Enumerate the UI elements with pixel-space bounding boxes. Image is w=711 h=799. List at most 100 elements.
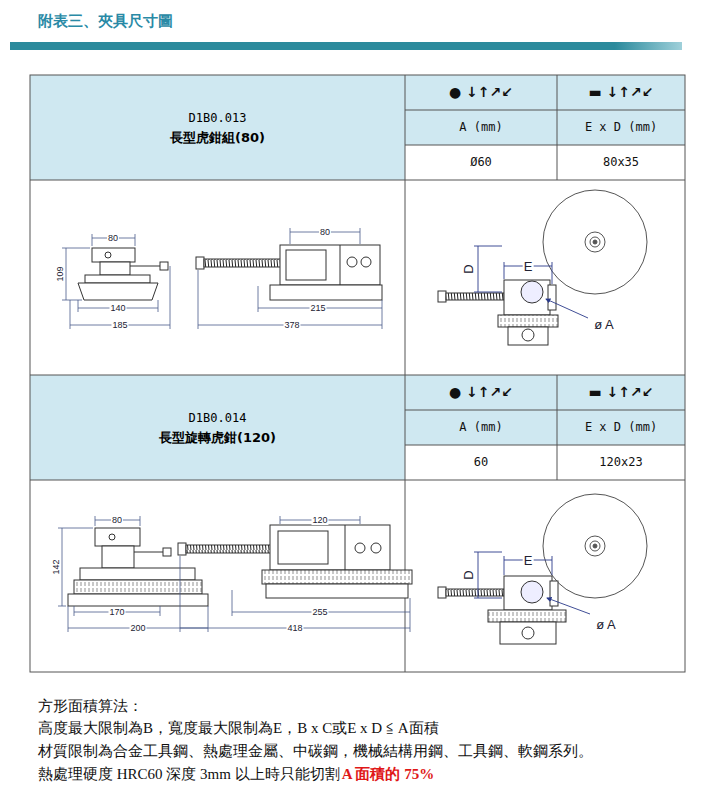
drawing-circle bbox=[361, 257, 371, 267]
dimension-letter: ø A bbox=[595, 617, 617, 632]
vise-front-view bbox=[196, 245, 382, 300]
drawing-rect bbox=[504, 280, 550, 315]
product-name: 長型旋轉虎鉗(120) bbox=[159, 428, 276, 448]
drawing-rect bbox=[270, 525, 390, 570]
drawing-rect bbox=[30, 75, 685, 145]
drawing-circle bbox=[522, 627, 534, 639]
drawing-rect bbox=[163, 548, 171, 556]
product-cell: D1B0.014長型旋轉虎鉗(120) bbox=[30, 375, 405, 480]
drawing-line bbox=[345, 525, 346, 570]
clamp-symbol: ● ↓↑↗↙ bbox=[449, 384, 513, 400]
drawing-line bbox=[78, 300, 79, 312]
drawing-rect bbox=[10, 42, 682, 50]
drawing-line bbox=[557, 375, 558, 480]
page-title: 附表三、夾具尺寸圖 bbox=[38, 12, 173, 31]
drawing-line bbox=[552, 556, 553, 575]
dimension: 140 bbox=[109, 303, 126, 313]
dimension-lines bbox=[474, 246, 588, 318]
drawing-circle bbox=[522, 329, 534, 341]
table-header: A (mm) bbox=[459, 120, 502, 134]
drawing-rect bbox=[286, 250, 326, 280]
dimension: 418 bbox=[286, 623, 303, 633]
dimension: 200 bbox=[129, 623, 146, 633]
drawing-circle bbox=[543, 190, 647, 294]
drawing-line bbox=[130, 266, 162, 267]
product-code: D1B0.014 bbox=[189, 408, 247, 428]
dimension: 80 bbox=[111, 515, 123, 525]
drawing-line bbox=[30, 480, 685, 481]
drawing-line bbox=[405, 145, 685, 146]
dimension-lines bbox=[58, 516, 208, 632]
drawing-rect bbox=[80, 568, 195, 580]
vise-cutting-view bbox=[438, 280, 558, 345]
drawing-rect bbox=[500, 622, 556, 644]
dimension: 378 bbox=[283, 320, 300, 330]
dimension-letter: E bbox=[523, 259, 534, 274]
drawing-circle bbox=[521, 281, 543, 303]
dimension-lines bbox=[62, 234, 170, 329]
table-header: E x D (mm) bbox=[585, 420, 657, 434]
drawing-circle bbox=[371, 543, 381, 553]
drawing-line bbox=[62, 300, 82, 301]
cutting-disc bbox=[543, 190, 647, 294]
dimension: 142 bbox=[51, 558, 61, 575]
drawing-rect bbox=[438, 291, 446, 302]
note-text: 材質限制為合金工具鋼、熱處理金屬、中碳鋼，機械結構用鋼、工具鋼、軟鋼系列。 bbox=[38, 742, 593, 761]
dimension-lines bbox=[180, 516, 410, 632]
drawing-circle bbox=[593, 544, 597, 548]
drawing-rect bbox=[102, 546, 134, 568]
note-heading: 方形面積算法： bbox=[38, 697, 143, 716]
drawing-line bbox=[58, 528, 93, 529]
drawing-circle bbox=[585, 536, 605, 556]
drawing-rect bbox=[262, 570, 412, 584]
drawing-rect bbox=[446, 589, 504, 596]
drawing-rect bbox=[270, 285, 382, 300]
drawing-line bbox=[405, 110, 685, 111]
clamp-symbol: ● ↓↑↗↙ bbox=[449, 84, 513, 100]
dimension: 80 bbox=[107, 233, 119, 243]
cutting-disc bbox=[543, 494, 647, 598]
vise-front-view bbox=[178, 525, 412, 598]
table-fills bbox=[30, 75, 685, 480]
drawing-rect bbox=[498, 315, 558, 327]
table-value: 120x23 bbox=[599, 455, 642, 469]
drawing-rect bbox=[278, 531, 328, 564]
drawing-line bbox=[198, 270, 199, 329]
table-header: E x D (mm) bbox=[585, 120, 657, 134]
drawing-line bbox=[410, 598, 411, 632]
note-highlight: A 面積的 75% bbox=[342, 765, 435, 784]
drawing-rect bbox=[92, 248, 135, 262]
dimension: 120 bbox=[311, 515, 328, 525]
drawing-line bbox=[140, 516, 141, 526]
drawing-rect bbox=[30, 145, 405, 180]
product-cell: D1B0.013長型虎鉗組(80) bbox=[30, 75, 405, 180]
clamp-symbol: ▬ ↓↑↗↙ bbox=[588, 84, 653, 100]
dimension: 109 bbox=[55, 265, 65, 282]
dimension: 170 bbox=[108, 607, 125, 617]
drawing-line bbox=[134, 552, 165, 553]
drawing-rect bbox=[204, 259, 282, 267]
table-header: A (mm) bbox=[459, 420, 502, 434]
drawing-line bbox=[95, 516, 96, 526]
drawing-line bbox=[66, 248, 67, 300]
dimension: 255 bbox=[311, 607, 328, 617]
table-value: 60 bbox=[474, 455, 488, 469]
drawing-circle bbox=[109, 534, 115, 540]
vise-cutting-view bbox=[438, 576, 566, 644]
note-text: 高度最大限制為B，寬度最大限制為E，B x C或E x D ≦ A面積 bbox=[38, 719, 439, 738]
table-value: 80x35 bbox=[603, 155, 639, 169]
drawing-line bbox=[340, 245, 341, 285]
drawing-line bbox=[170, 266, 171, 329]
table-grid bbox=[30, 75, 685, 672]
drawing-circle bbox=[585, 232, 605, 252]
drawing-circle bbox=[590, 237, 600, 247]
drawing-circle bbox=[347, 257, 357, 267]
drawing-circle bbox=[355, 543, 365, 553]
dimension: 185 bbox=[111, 320, 128, 330]
drawing-line bbox=[546, 299, 588, 318]
drawing-rect bbox=[504, 576, 552, 610]
product-name: 長型虎鉗組(80) bbox=[170, 128, 265, 148]
drawing-rect bbox=[280, 245, 380, 285]
drawing-rect bbox=[30, 375, 685, 445]
dimension-letter: D bbox=[461, 263, 476, 274]
